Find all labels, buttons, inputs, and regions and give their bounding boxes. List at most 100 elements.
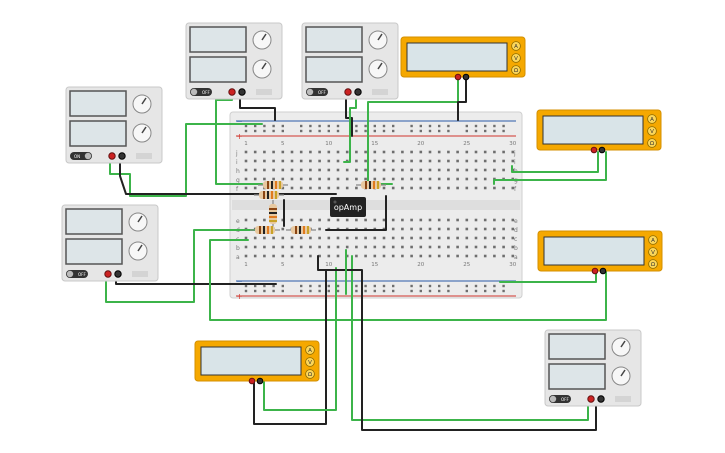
hole[interactable] [299,168,303,172]
rail-hole[interactable] [493,129,496,133]
hole[interactable] [465,254,469,258]
hole[interactable] [465,227,469,231]
meter-probe-negative[interactable] [256,377,264,385]
terminal-positive[interactable] [344,88,352,96]
hole[interactable] [437,177,441,181]
hole[interactable] [299,150,303,154]
terminal-positive[interactable] [108,152,116,160]
meter-mode-button[interactable]: A [648,235,658,245]
rail-hole[interactable] [373,124,376,128]
rail-hole[interactable] [355,129,358,133]
rail-hole[interactable] [309,289,312,293]
hole[interactable] [309,218,312,222]
rail-hole[interactable] [244,129,248,133]
hole[interactable] [382,186,386,190]
hole[interactable] [483,150,487,154]
hole[interactable] [336,168,340,172]
multimeter[interactable]: AVΩ [194,340,320,385]
rail-hole[interactable] [447,129,450,133]
meter-probe-positive[interactable] [591,267,599,275]
rail-hole[interactable] [254,284,257,288]
hole[interactable] [474,236,478,240]
hole[interactable] [382,177,386,181]
rail-hole[interactable] [272,129,275,133]
hole[interactable] [483,168,487,172]
hole[interactable] [419,159,423,163]
rail-hole[interactable] [474,284,478,288]
hole[interactable] [244,150,248,154]
rail-hole[interactable] [309,129,312,133]
hole[interactable] [456,236,459,240]
hole[interactable] [502,236,505,240]
hole[interactable] [428,159,432,163]
hole[interactable] [318,227,321,231]
hole[interactable] [483,245,487,249]
resistors[interactable] [250,181,386,234]
wire-green[interactable] [105,229,257,303]
resistor-6[interactable] [286,226,316,234]
hole[interactable] [364,245,367,249]
hole[interactable] [336,177,340,181]
hole[interactable] [401,150,404,154]
rail-hole[interactable] [364,284,367,288]
rail-hole[interactable] [300,129,303,133]
rail-hole[interactable] [392,124,395,128]
multimeter[interactable]: AVΩ [536,109,662,154]
hole[interactable] [327,159,331,163]
hole[interactable] [474,168,478,172]
wire-black[interactable] [317,255,597,431]
hole[interactable] [299,245,303,249]
hole[interactable] [373,177,377,181]
hole[interactable] [465,177,469,181]
rail-hole[interactable] [410,129,413,133]
hole[interactable] [401,254,404,258]
hole[interactable] [447,177,450,181]
hole[interactable] [272,177,275,181]
hole[interactable] [281,150,285,154]
hole[interactable] [493,254,496,258]
hole[interactable] [281,159,285,163]
rail-hole[interactable] [502,129,505,133]
rail-hole[interactable] [382,289,386,293]
hole[interactable] [447,227,450,231]
hole[interactable] [474,150,478,154]
hole[interactable] [244,254,248,258]
hole[interactable] [456,227,459,231]
rail-hole[interactable] [281,129,284,133]
hole[interactable] [391,177,395,181]
hole[interactable] [263,150,266,154]
power-supply[interactable]: OFF [185,22,283,100]
hole[interactable] [290,254,294,258]
hole[interactable] [465,150,469,154]
hole[interactable] [253,150,257,154]
rail-hole[interactable] [281,124,284,128]
hole[interactable] [336,186,340,190]
hole[interactable] [281,218,285,222]
hole[interactable] [373,218,377,222]
hole[interactable] [244,159,248,163]
hole[interactable] [391,254,395,258]
rail-hole[interactable] [318,284,321,288]
rail-hole[interactable] [254,289,257,293]
rail-hole[interactable] [364,124,367,128]
rail-hole[interactable] [254,129,257,133]
rail-hole[interactable] [336,129,340,133]
hole[interactable] [281,245,285,249]
rail-hole[interactable] [465,289,468,293]
hole[interactable] [336,150,340,154]
rail-hole[interactable] [474,124,478,128]
hole[interactable] [290,236,294,240]
hole[interactable] [355,186,358,190]
hole[interactable] [483,177,487,181]
resistor-2[interactable] [254,191,284,199]
rail-hole[interactable] [428,289,432,293]
hole[interactable] [263,168,266,172]
rail-hole[interactable] [263,129,266,133]
hole[interactable] [447,245,450,249]
hole[interactable] [382,245,386,249]
hole[interactable] [345,218,349,222]
rail-hole[interactable] [484,284,487,288]
